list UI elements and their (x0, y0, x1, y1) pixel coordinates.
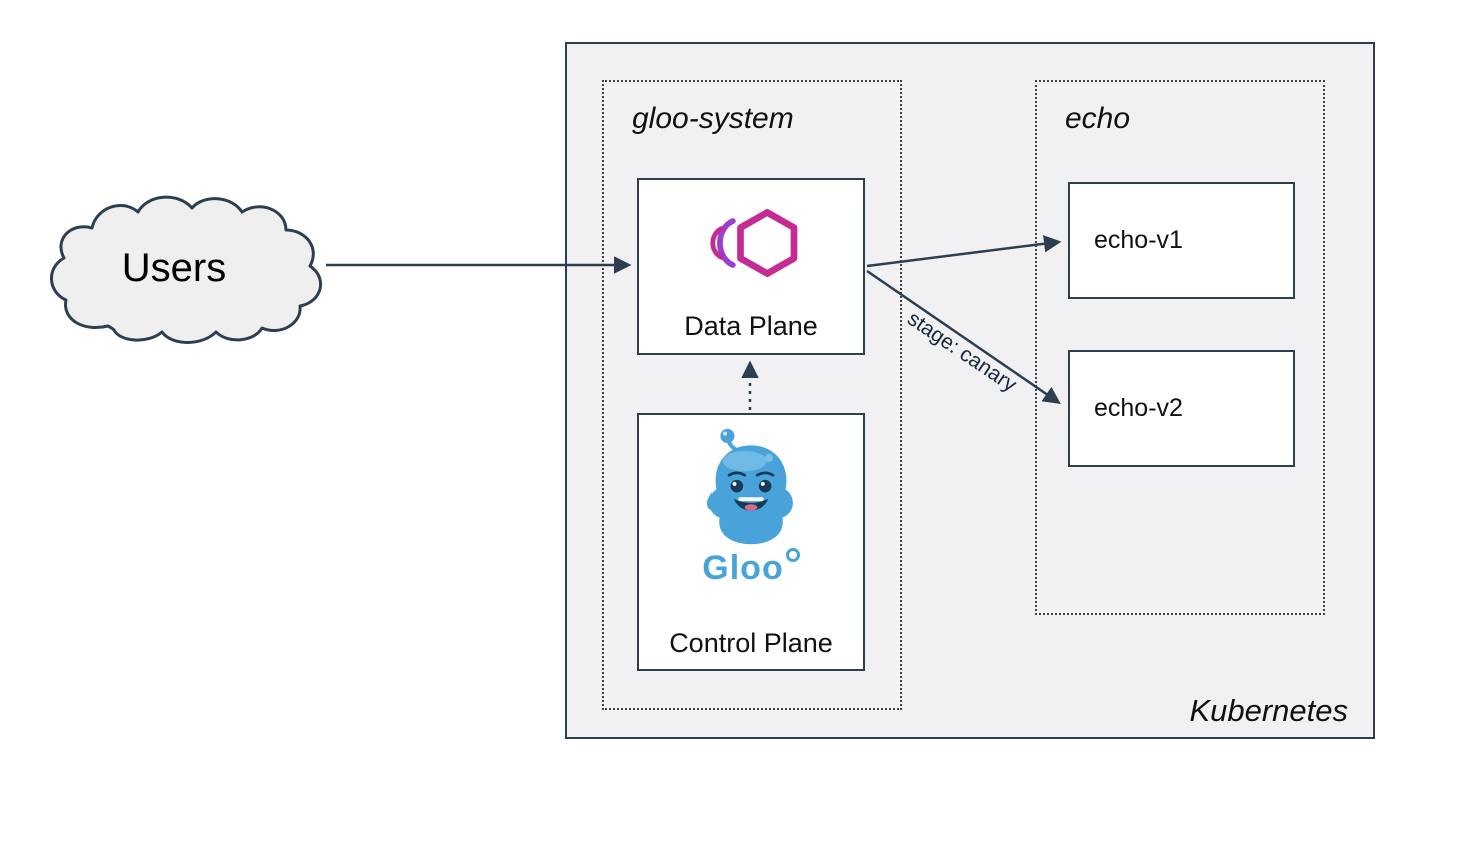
echo-v2-label: echo-v2 (1094, 394, 1183, 422)
data-plane-node: Data Plane (637, 178, 865, 355)
gloo-hexagon-icon (710, 209, 798, 277)
users-cloud: Users (42, 188, 334, 352)
cloud-shape (50, 195, 322, 344)
gloo-wordmark: Gloo (702, 548, 800, 587)
echo-v1-node: echo-v1 (1068, 182, 1295, 299)
gloo-wordmark-text: Gloo (702, 549, 784, 587)
namespace-echo: echo (1035, 80, 1325, 615)
control-plane-node: Gloo Control Plane (637, 413, 865, 671)
gloo-mascot-icon (706, 428, 793, 545)
kubernetes-label: Kubernetes (1189, 693, 1348, 728)
echo-v2-node: echo-v2 (1068, 350, 1295, 467)
echo-v1-label: echo-v1 (1094, 226, 1183, 254)
users-label: Users (121, 245, 227, 290)
namespace-gloo-system-label: gloo-system (632, 102, 794, 135)
control-plane-label: Control Plane (669, 628, 833, 658)
data-plane-label: Data Plane (684, 311, 818, 341)
namespace-echo-label: echo (1065, 102, 1131, 135)
gloo-wordmark-bubble-icon (785, 548, 800, 562)
